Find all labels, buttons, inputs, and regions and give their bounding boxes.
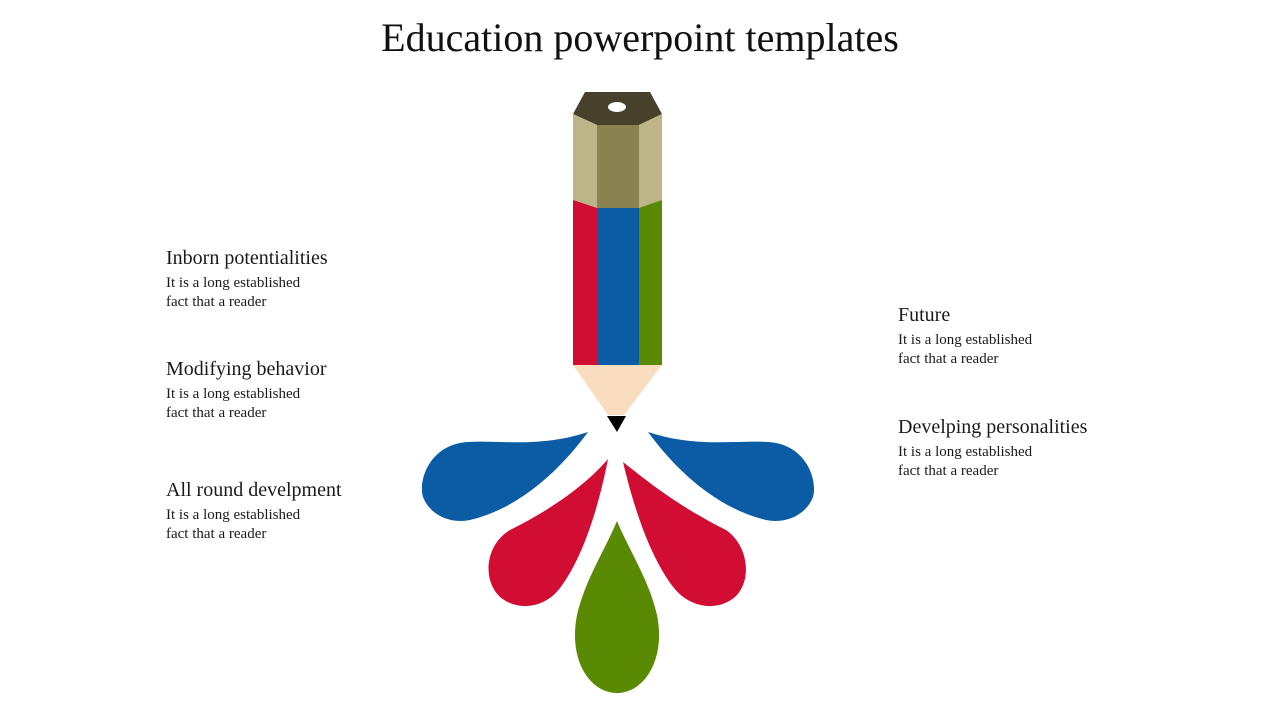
drop-red-right	[623, 462, 746, 607]
block-heading: Modifying behavior	[166, 358, 327, 380]
pencil-lead	[607, 416, 626, 432]
block-heading: All round develpment	[166, 479, 342, 501]
pencil-face-left-upper	[573, 114, 597, 210]
block-text: It is a long established fact that a rea…	[898, 332, 1033, 367]
pencil-face-center-upper	[597, 125, 639, 210]
text-block-inborn-potentialities: Inborn potentialities It is a long estab…	[166, 246, 406, 312]
pencil-body-blue	[597, 208, 639, 365]
block-text: It is a long established fact that a rea…	[166, 507, 301, 542]
text-block-modifying-behavior: Modifying behavior It is a long establis…	[166, 357, 406, 423]
pencil-body-green	[639, 200, 662, 365]
text-block-developing-personalities: Develping personalities It is a long est…	[898, 415, 1138, 481]
block-heading: Inborn potentialities	[166, 247, 328, 269]
pencil-body-red	[573, 200, 597, 365]
pencil-eraser-hole	[608, 102, 626, 112]
text-block-future: Future It is a long established fact tha…	[898, 303, 1138, 369]
block-text: It is a long established fact that a rea…	[166, 275, 301, 310]
block-heading: Future	[898, 304, 951, 326]
block-text: It is a long established fact that a rea…	[898, 444, 1033, 479]
drop-blue-left	[421, 432, 588, 521]
drop-blue-right	[648, 432, 815, 521]
block-heading: Develping personalities	[898, 416, 1088, 438]
drop-green-center	[574, 521, 660, 693]
block-text: It is a long established fact that a rea…	[166, 386, 301, 421]
text-block-all-round-development: All round develpment It is a long establ…	[166, 478, 406, 544]
pencil-face-right-upper	[639, 114, 662, 210]
pencil-tip	[573, 365, 662, 415]
slide-title: Education powerpoint templates	[381, 15, 899, 60]
drop-red-left	[488, 459, 608, 607]
